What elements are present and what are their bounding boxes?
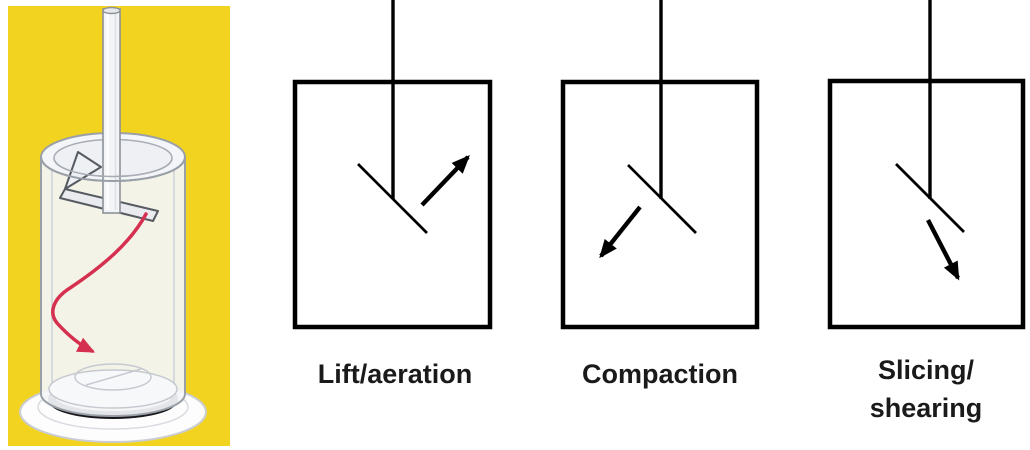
stir-path-arrow-icon bbox=[51, 212, 148, 353]
up-right-arrow-icon bbox=[420, 154, 470, 207]
label-text: Lift/aeration bbox=[317, 359, 473, 389]
rim-front-edge bbox=[40, 156, 186, 182]
label-text-line1: Slicing/ bbox=[877, 355, 975, 385]
mixing-bowl-photo bbox=[8, 6, 230, 446]
bowl-floor-mark bbox=[74, 363, 152, 391]
label-text: Compaction bbox=[581, 359, 738, 389]
diagram-slicing-shearing bbox=[827, 0, 1026, 330]
diagram-compaction bbox=[560, 0, 760, 330]
diagram-lift-aeration bbox=[292, 0, 493, 330]
impeller-blade-line bbox=[895, 163, 965, 233]
bowl-floor bbox=[48, 369, 178, 409]
bowl-floor-line bbox=[85, 368, 142, 386]
impeller-blade-line bbox=[357, 163, 428, 234]
diagram-label-slicing-shearing: Slicing/ shearing bbox=[811, 351, 1030, 427]
vessel-outline bbox=[827, 78, 1026, 330]
down-right-arrow-icon bbox=[926, 218, 960, 281]
label-text-line2: shearing bbox=[869, 393, 983, 423]
handle-cap bbox=[102, 6, 121, 15]
impeller-blade-line bbox=[627, 164, 697, 234]
diagram-label-lift-aeration: Lift/aeration bbox=[250, 355, 540, 393]
rim-front-inner-edge bbox=[53, 157, 173, 178]
diagram-label-compaction: Compaction bbox=[540, 355, 780, 393]
photo-panel bbox=[8, 6, 230, 446]
glass-bottom-edge bbox=[40, 393, 186, 417]
spatula-handle bbox=[102, 8, 121, 214]
down-left-arrow-icon bbox=[599, 205, 642, 259]
